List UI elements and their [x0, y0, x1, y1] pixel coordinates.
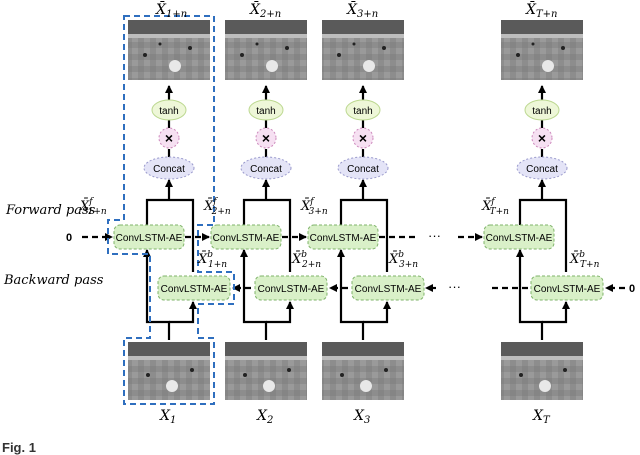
output-frame-1: [128, 20, 210, 80]
input-frame-3: [322, 342, 404, 400]
forward-lstm-cells: [113, 224, 555, 250]
tanh-label-3: tanh: [353, 106, 372, 117]
multiply-label-1: ×: [165, 130, 173, 146]
multiply-label-3: ×: [359, 130, 367, 146]
tanh-nodes: [151, 99, 560, 121]
ellipsis-backward: ···: [448, 279, 461, 294]
forward-cell-label-t: ConvLSTM-AE: [486, 233, 553, 244]
backward-lstm-cells: [157, 275, 604, 301]
output-connectors: [165, 85, 546, 200]
input-frame-1: [128, 342, 210, 400]
concat-label-3: Concat: [347, 164, 379, 175]
input-label-1: X1: [159, 408, 176, 426]
tanh-label-t: tanh: [532, 106, 551, 117]
backward-cell-label-t: ConvLSTM-AE: [534, 284, 601, 295]
forward-cell-label-2: ConvLSTM-AE: [213, 233, 280, 244]
forward-pass-label: Forward pass: [5, 203, 96, 218]
figure-caption: Fig. 1: [2, 440, 36, 455]
forward-cell-label-1: ConvLSTM-AE: [116, 233, 183, 244]
concat-label-t: Concat: [526, 164, 558, 175]
ellipsis-forward: ···: [428, 228, 441, 243]
output-label-t: X̄T+n: [525, 0, 557, 20]
output-label-2: X̄2+n: [249, 0, 281, 20]
output-frame-3: [322, 20, 404, 80]
output-label-1: X̄1+n: [155, 0, 187, 20]
forward-cell-label-3: ConvLSTM-AE: [310, 233, 377, 244]
input-connectors: [143, 249, 570, 340]
backward-cell-label-2: ConvLSTM-AE: [258, 284, 325, 295]
concat-nodes: [143, 156, 568, 180]
concat-label-2: Concat: [250, 164, 282, 175]
output-label-3: X̄3+n: [346, 0, 378, 20]
zero-input-right: 0: [629, 283, 635, 295]
multiply-nodes: [158, 127, 553, 149]
backward-cell-label-1: ConvLSTM-AE: [161, 284, 228, 295]
concat-label-1: Concat: [153, 164, 185, 175]
highlight-outline: [107, 15, 235, 405]
multiply-label-2: ×: [262, 130, 270, 146]
multiply-label-t: ×: [538, 130, 546, 146]
input-label-t: XT: [532, 408, 551, 426]
input-frame-t: [501, 342, 583, 400]
tanh-label-2: tanh: [256, 106, 275, 117]
bracket-connectors: [145, 198, 568, 272]
backward-pass-label: Backward pass: [3, 273, 104, 288]
input-label-2: X2: [256, 408, 273, 426]
input-label-3: X3: [353, 408, 370, 426]
output-frame-2: [225, 20, 307, 80]
tanh-label-1: tanh: [159, 106, 178, 117]
output-frame-t: [501, 20, 583, 80]
backward-cell-label-3: ConvLSTM-AE: [355, 284, 422, 295]
input-frame-2: [225, 342, 307, 400]
zero-input-left: 0: [66, 232, 72, 244]
